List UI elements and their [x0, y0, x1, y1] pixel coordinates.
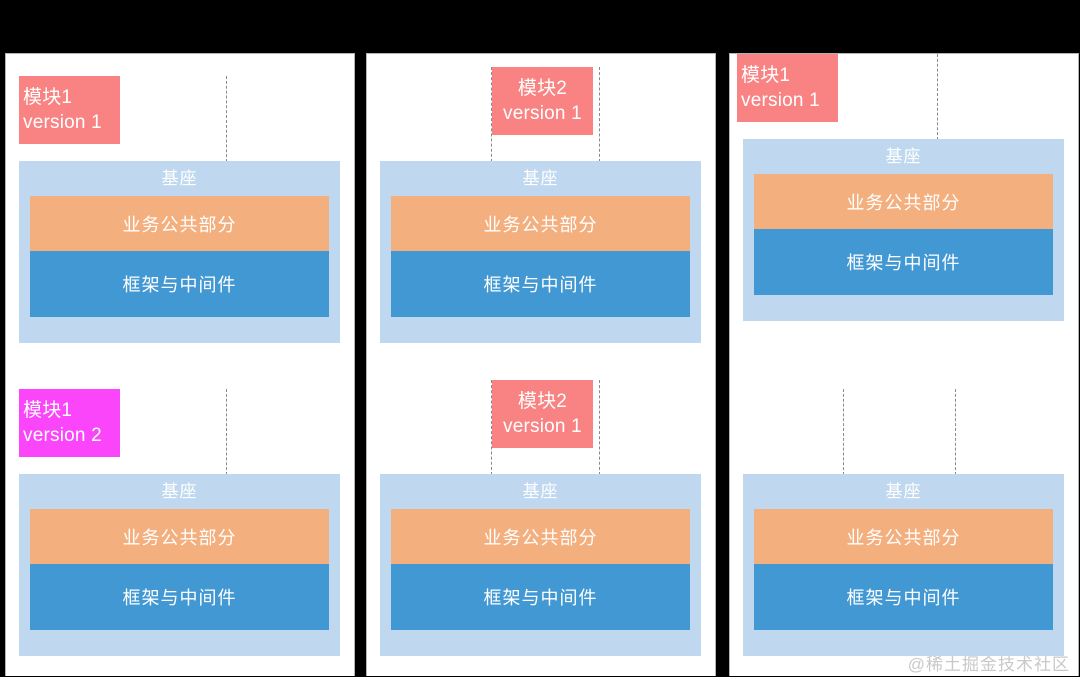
base-container: 基座 业务公共部分 框架与中间件 [743, 474, 1064, 656]
module-chip[interactable]: 模块2 version 1 [492, 380, 593, 449]
module-chip[interactable]: 模块1 version 2 [19, 389, 120, 458]
panel-2-bottom: 模块2 version 1 基座 业务公共部分 框架与中间件 [367, 374, 715, 677]
guide-line-vertical [599, 67, 600, 162]
module-version: version 1 [503, 416, 582, 438]
guide-line-vertical [226, 389, 227, 475]
framework-layer: 框架与中间件 [754, 229, 1053, 295]
base-title: 基座 [885, 482, 922, 501]
module-name: 模块1 [741, 65, 791, 86]
base-container: 基座 业务公共部分 框架与中间件 [380, 161, 701, 343]
module-name: 模块2 [517, 78, 568, 99]
base-container: 基座 业务公共部分 框架与中间件 [380, 474, 701, 656]
business-layer: 业务公共部分 [391, 509, 690, 564]
framework-layer: 框架与中间件 [391, 251, 690, 317]
panel-1-top: 模块1 version 1 基座 业务公共部分 框架与中间件 [6, 54, 354, 364]
panel-2-top: 模块2 version 1 基座 业务公共部分 框架与中间件 [367, 54, 715, 364]
guide-line-vertical [955, 389, 956, 475]
watermark: @稀土掘金技术社区 [907, 655, 1070, 674]
module-version: version 1 [23, 112, 102, 134]
module-name: 模块1 [23, 400, 73, 421]
framework-layer: 框架与中间件 [30, 251, 329, 317]
base-title: 基座 [885, 147, 922, 166]
framework-layer: 框架与中间件 [754, 564, 1053, 630]
panel-1-bottom: 模块1 version 2 基座 业务公共部分 框架与中间件 [6, 374, 354, 677]
business-layer: 业务公共部分 [30, 196, 329, 251]
scenario-column-2: 模块2 version 1 基座 业务公共部分 框架与中间件 模块2 versi… [366, 53, 716, 676]
guide-line-vertical [491, 380, 492, 475]
module-chip[interactable]: 模块2 version 1 [492, 67, 593, 136]
base-title: 基座 [522, 169, 559, 188]
business-layer: 业务公共部分 [754, 174, 1053, 229]
base-container: 基座 业务公共部分 框架与中间件 [19, 161, 340, 343]
scenario-column-3: 模块1 version 1 基座 业务公共部分 框架与中间件 基座 业务公共部分… [729, 53, 1079, 676]
scenario-column-1: 模块1 version 1 基座 业务公共部分 框架与中间件 模块1 versi… [5, 53, 355, 676]
business-layer: 业务公共部分 [391, 196, 690, 251]
panel-3-top: 模块1 version 1 基座 业务公共部分 框架与中间件 [730, 54, 1078, 364]
guide-line-vertical [226, 76, 227, 162]
business-layer: 业务公共部分 [30, 509, 329, 564]
base-container: 基座 业务公共部分 框架与中间件 [19, 474, 340, 656]
framework-layer: 框架与中间件 [391, 564, 690, 630]
framework-layer: 框架与中间件 [30, 564, 329, 630]
panel-3-bottom: 基座 业务公共部分 框架与中间件 @稀土掘金技术社区 [730, 374, 1078, 677]
base-title: 基座 [161, 169, 198, 188]
module-version: version 1 [741, 90, 820, 112]
module-name: 模块2 [517, 391, 568, 412]
module-chip[interactable]: 模块1 version 1 [19, 76, 120, 145]
base-title: 基座 [161, 482, 198, 501]
guide-line-vertical [937, 54, 938, 140]
module-name: 模块1 [23, 87, 73, 108]
guide-line-vertical [843, 389, 844, 475]
module-version: version 2 [23, 425, 102, 447]
base-container: 基座 业务公共部分 框架与中间件 [743, 139, 1064, 321]
base-title: 基座 [522, 482, 559, 501]
guide-line-vertical [599, 380, 600, 475]
business-layer: 业务公共部分 [754, 509, 1053, 564]
module-chip[interactable]: 模块1 version 1 [737, 54, 838, 123]
guide-line-vertical [491, 67, 492, 162]
module-version: version 1 [503, 103, 582, 125]
